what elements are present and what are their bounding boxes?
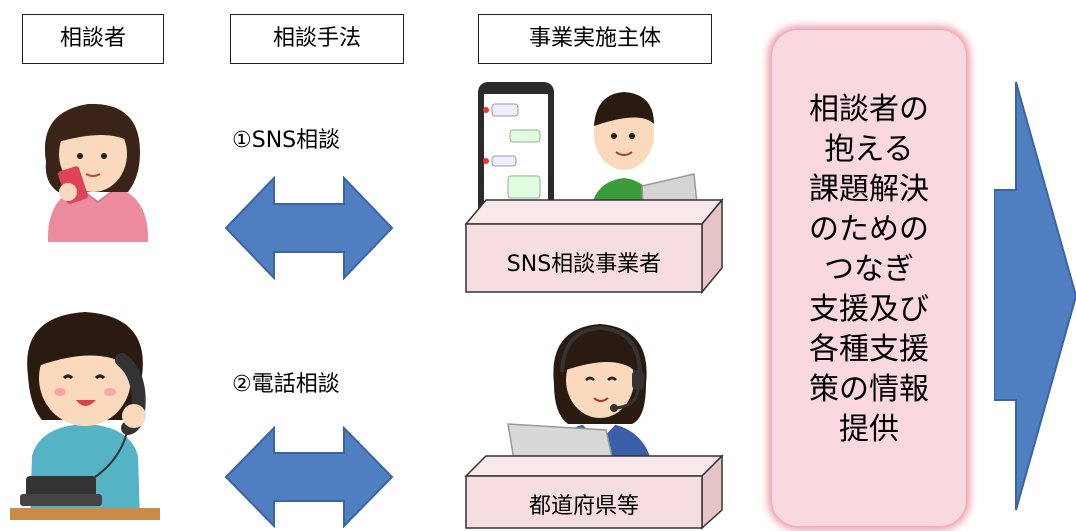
- prefecture-block: [464, 454, 724, 530]
- method-sns-label: ①SNS相談: [232, 128, 341, 153]
- support-description-box: 相談者の 抱える 課題解決 のための つなぎ 支援及び 各種支援 策の情報 提供: [772, 30, 966, 526]
- method-phone-label: ②電話相談: [232, 372, 340, 397]
- header-method: 相談手法: [230, 14, 404, 64]
- woman-telephone-icon: [10, 312, 160, 520]
- large-right-arrow: [994, 81, 1076, 511]
- woman-smartphone-icon: [44, 103, 149, 242]
- header-consultee: 相談者: [22, 14, 164, 64]
- sns-provider-label: SNS相談事業者: [506, 252, 662, 277]
- prefecture-label: 都道府県等: [528, 494, 639, 519]
- header-provider: 事業実施主体: [478, 14, 712, 64]
- double-arrow-phone: [224, 426, 394, 528]
- double-arrow-sns: [224, 176, 394, 280]
- support-description-text: 相談者の 抱える 課題解決 のための つなぎ 支援及び 各種支援 策の情報 提供: [809, 92, 929, 447]
- sns-provider-block: [464, 197, 724, 295]
